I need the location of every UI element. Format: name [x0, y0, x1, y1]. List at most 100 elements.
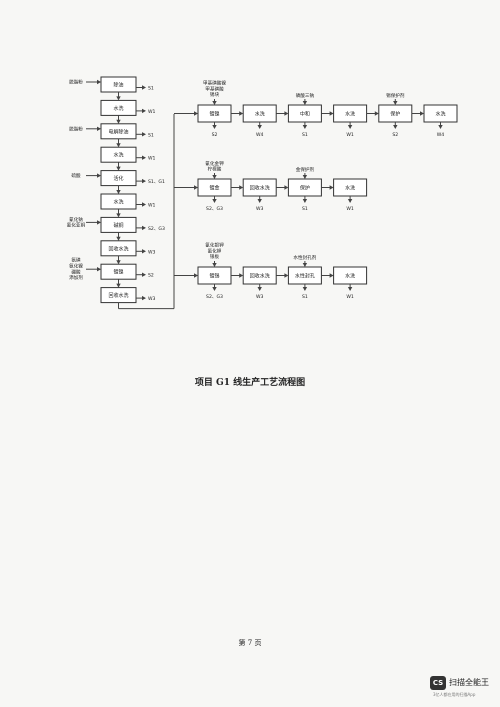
- main-output-arrow: [142, 272, 146, 277]
- main-input-arrow: [97, 267, 101, 272]
- branch-2-output-arrow: [212, 199, 217, 203]
- branch-3-output-arrow: [302, 287, 308, 291]
- main-step-label: 回收水洗: [108, 292, 128, 299]
- main-step-label: 除油: [113, 82, 123, 89]
- main-output-label: W1: [148, 156, 156, 162]
- branch-1-connector-arrow: [239, 111, 244, 116]
- main-output-arrow: [142, 249, 146, 254]
- branch-2-step-label: 保护: [300, 185, 310, 192]
- main-input-label: 添加剂: [69, 274, 83, 281]
- branch-2-feed-arrow: [194, 185, 198, 190]
- main-output-arrow: [142, 108, 146, 114]
- branch-1-input-label: 磷酸三钠: [296, 92, 315, 99]
- camscanner-logo-icon: CS: [430, 676, 446, 690]
- main-input-label: 氨化镍: [69, 263, 83, 270]
- branch-3-input-label: 水性封孔剂: [293, 254, 316, 261]
- branch-1-input-label: 锡块: [210, 91, 220, 98]
- main-connector-arrow: [116, 166, 121, 171]
- branch-3-output-label: W3: [256, 294, 264, 300]
- branch-2-output-label: W1: [346, 206, 354, 212]
- branch-1-output-label: S2: [212, 132, 218, 138]
- main-input-label: 氨磺: [71, 257, 81, 264]
- branch-1-output-arrow: [393, 125, 398, 129]
- main-step-label: 碱铜: [113, 222, 123, 229]
- main-output-arrow: [142, 178, 146, 184]
- branch-3-input-label: 银板: [210, 253, 220, 260]
- branch-1-input-arrow: [393, 101, 398, 105]
- branch-2-input-arrow: [212, 175, 217, 179]
- branch-1-output-label: W4: [256, 132, 264, 138]
- branch-3-step-label: 镀锡: [209, 273, 219, 280]
- main-input-label: 硫酸: [71, 172, 81, 179]
- main-step-label: 镀镍: [113, 269, 123, 276]
- main-output-label: S1、G1: [148, 179, 165, 185]
- branch-2-step-label: 镀金: [209, 185, 219, 192]
- branch-2-step-label: 回收水洗: [250, 185, 270, 192]
- branch-1-input-label: 锡保护剂: [386, 92, 405, 99]
- main-connector-arrow: [116, 190, 121, 194]
- branch-1-input-arrow: [302, 101, 308, 105]
- main-connector-arrow: [116, 260, 121, 265]
- branch-1-feed-arrow: [194, 111, 198, 116]
- branch-1-connector-arrow: [329, 111, 334, 116]
- branch-2-output-arrow: [302, 199, 308, 203]
- branch-1-output-arrow: [438, 125, 443, 129]
- main-input-label: 脱脂粉: [69, 79, 83, 86]
- branch-3-connector-arrow: [239, 273, 244, 278]
- branch-3-input-label: 氰化银钾: [205, 242, 224, 249]
- branch-3-output-arrow: [212, 287, 217, 291]
- branch-1-output-label: W1: [346, 132, 354, 138]
- branch-1-step-label: 水洗: [345, 111, 355, 118]
- branch-2-connector-arrow: [284, 185, 289, 190]
- main-input-arrow: [97, 79, 101, 85]
- main-input-arrow: [97, 173, 101, 178]
- branch-2-input-label: 氰化金钾: [205, 160, 224, 167]
- branch-1-step-label: 镀镍: [209, 111, 219, 118]
- main-step-label: 水洗: [113, 199, 123, 206]
- branch-2-input-label: 金保护剂: [296, 166, 315, 173]
- branch-3-step-label: 水性封孔: [295, 273, 315, 280]
- branch-1-output-arrow: [347, 125, 353, 129]
- branch-3-connector-arrow: [329, 273, 334, 278]
- main-output-arrow: [142, 295, 146, 301]
- branch-1-step-label: 中和: [300, 111, 310, 118]
- branch-1-step-label: 保护: [390, 111, 400, 118]
- main-output-label: S2、G3: [148, 226, 165, 232]
- branch-3-output-label: S2、G3: [206, 294, 223, 300]
- main-input-label: 脱脂粉: [69, 125, 83, 132]
- branch-3-step-label: 回收水洗: [250, 273, 270, 280]
- branch-1-step-label: 水洗: [255, 111, 265, 118]
- main-connector-arrow: [116, 283, 121, 288]
- branch-1-connector-arrow: [420, 111, 424, 116]
- branch-2-connector-arrow: [239, 185, 244, 190]
- branch-1-connector-arrow: [284, 111, 289, 116]
- main-output-arrow: [142, 155, 146, 160]
- branch-1-input-arrow: [212, 101, 217, 105]
- main-output-label: S2: [148, 273, 154, 279]
- main-output-arrow: [142, 225, 146, 231]
- main-connector-arrow: [116, 213, 121, 218]
- main-connector-arrow: [116, 96, 121, 101]
- main-output-label: S1: [148, 86, 154, 92]
- main-input-label: 氰化亚铜: [67, 222, 86, 229]
- branch-3-output-arrow: [257, 287, 262, 291]
- branch-1-output-label: S1: [302, 132, 308, 138]
- branch-3-output-label: W1: [346, 294, 354, 300]
- main-input-label: 氰化钠: [69, 216, 83, 223]
- branch-3-output-label: S1: [302, 294, 308, 300]
- watermark-subtitle: 3亿人都在用的扫描App: [433, 692, 476, 697]
- scanner-watermark: CS 扫描全能王 3亿人都在用的扫描App: [430, 676, 498, 702]
- branch-1-output-arrow: [257, 125, 262, 129]
- main-output-label: W1: [148, 203, 156, 209]
- branch-1-output-label: W4: [437, 132, 445, 138]
- branch-2-connector-arrow: [329, 185, 334, 190]
- main-output-arrow: [142, 202, 146, 207]
- branch-3-input-arrow: [212, 263, 217, 267]
- branch-2-input-arrow: [302, 175, 308, 179]
- branch-2-output-label: S1: [302, 206, 308, 212]
- branch-3-input-label: 氰化钾: [208, 247, 222, 254]
- branch-2-step-label: 水洗: [345, 185, 355, 192]
- branch-3-feed-arrow: [194, 273, 198, 278]
- branch-1-step-label: 水洗: [435, 111, 445, 118]
